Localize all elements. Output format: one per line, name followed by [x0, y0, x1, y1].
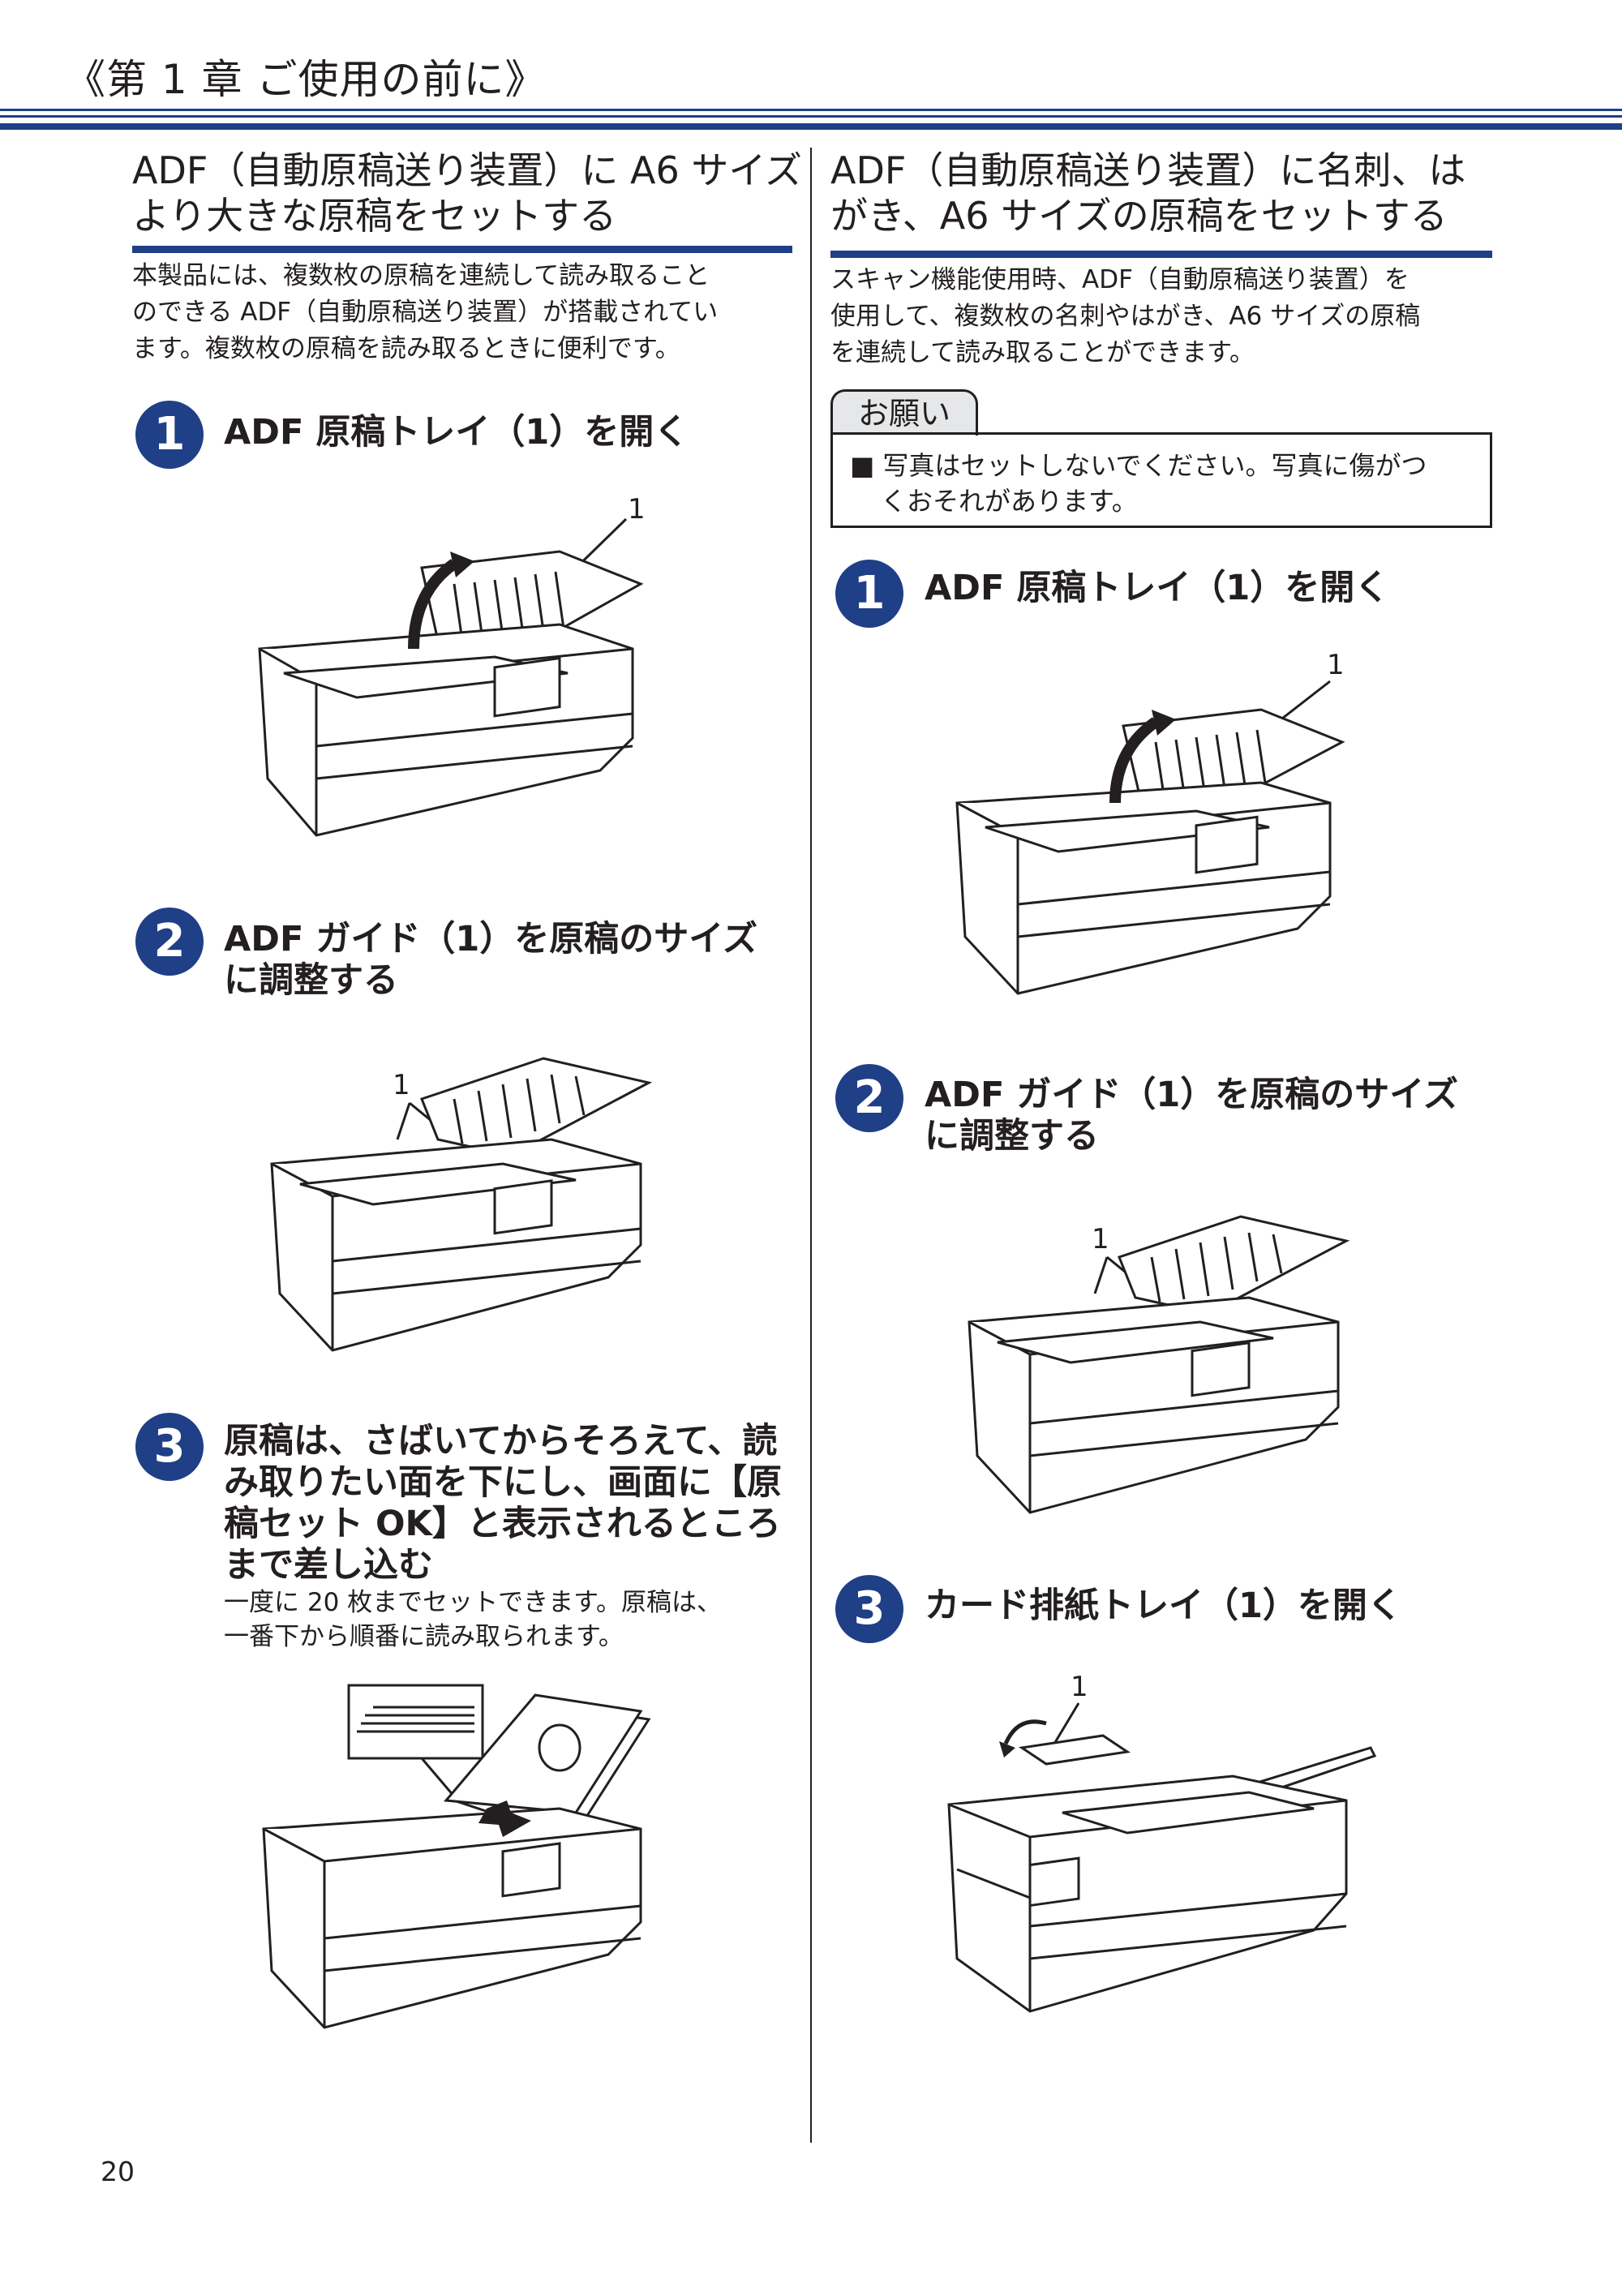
step-2-badge: 2: [135, 908, 204, 976]
left-section-title: ADF（自動原稿送り装置）に A6 サイズ より大きな原稿をセットする: [132, 148, 805, 238]
printer-illustration-card-tray: [947, 1702, 1377, 2013]
notice-tab: お願い: [830, 389, 978, 436]
intro-line: 本製品には、複数枚の原稿を連続して読み取ること: [132, 261, 710, 290]
step-text-line: に調整する: [224, 960, 398, 1001]
step-3-text: カード排紙トレイ（1）を開く: [925, 1586, 1402, 1626]
right-intro: スキャン機能使用時、ADF（自動原稿送り装置）を 使用して、複数枚の名刺やはがき…: [830, 262, 1495, 371]
printer-illustration-adf-tray: [955, 680, 1345, 995]
step-text-line: み取りたい面を下にし、画面に【原: [224, 1462, 782, 1503]
printer-illustration-adf-guide: [270, 1057, 653, 1352]
step-3-badge: 3: [835, 1575, 903, 1643]
step-2-badge: 2: [835, 1064, 903, 1132]
step-text-line: まで差し込む: [224, 1545, 433, 1586]
note-line: 一度に 20 枚までセットできます。原稿は、: [224, 1588, 723, 1617]
step-1-text: ADF 原稿トレイ（1）を開く: [224, 412, 689, 453]
step-3-badge: 3: [135, 1413, 204, 1481]
intro-line: ます。複数枚の原稿を読み取るときに便利です。: [132, 334, 680, 363]
callout-label: 1: [1071, 1671, 1088, 1703]
printer-illustration-adf-tray: [258, 517, 644, 837]
step-text-line: 原稿は、さばいてからそろえて、読: [224, 1421, 778, 1461]
column-divider: [810, 148, 812, 2143]
left-title-rule: [132, 246, 792, 253]
step-3-text: 原稿は、さばいてからそろえて、読 み取りたい面を下にし、画面に【原 稿セット O…: [224, 1421, 782, 1586]
printer-illustration-insert-document: [262, 1684, 651, 2029]
right-title-line: がき、A6 サイズの原稿をセットする: [830, 194, 1448, 238]
intro-line: スキャン機能使用時、ADF（自動原稿送り装置）を: [830, 265, 1410, 294]
header-rule-thin-2: [0, 115, 1622, 118]
left-intro: 本製品には、複数枚の原稿を連続して読み取ること のできる ADF（自動原稿送り装…: [132, 258, 797, 367]
step-text-line: 稿セット OK】と表示されるところ: [224, 1504, 781, 1544]
notice-line: ■ 写真はセットしないでください。写真に傷がつ: [850, 450, 1427, 481]
right-section-title: ADF（自動原稿送り装置）に名刺、は がき、A6 サイズの原稿をセットする: [830, 148, 1504, 238]
left-title-line: より大きな原稿をセットする: [132, 194, 617, 238]
step-3-note: 一度に 20 枚までセットできます。原稿は、 一番下から順番に読み取られます。: [224, 1586, 722, 1654]
step-1-badge: 1: [135, 401, 204, 469]
chapter-heading: 《第 1 章 ご使用の前に》: [65, 56, 547, 103]
right-title-rule: [830, 251, 1492, 258]
intro-line: のできる ADF（自動原稿送り装置）が搭載されてい: [132, 298, 719, 327]
callout-label: 1: [393, 1069, 410, 1101]
notice-box: [830, 432, 1492, 528]
printer-illustration-adf-guide: [968, 1215, 1350, 1514]
notice-text: ■ 写真はセットしないでください。写真に傷がつ くおそれがあります。: [850, 448, 1483, 519]
note-line: 一番下から順番に読み取られます。: [224, 1622, 624, 1651]
notice-line: くおそれがあります。: [881, 486, 1138, 517]
callout-label: 1: [628, 493, 646, 526]
step-2-text: ADF ガイド（1）を原稿のサイズ に調整する: [224, 919, 757, 1002]
intro-line: 使用して、複数枚の名刺やはがき、A6 サイズの原稿: [830, 302, 1421, 331]
header-rule-thin: [0, 109, 1622, 111]
step-text-line: ADF ガイド（1）を原稿のサイズ: [925, 1075, 1458, 1115]
callout-label: 1: [1327, 649, 1345, 681]
step-text-line: に調整する: [925, 1116, 1099, 1157]
callout-label: 1: [1092, 1223, 1109, 1255]
step-1-text: ADF 原稿トレイ（1）を開く: [925, 568, 1390, 608]
step-2-text: ADF ガイド（1）を原稿のサイズ に調整する: [925, 1075, 1458, 1157]
header-rule-thick: [0, 123, 1622, 130]
step-1-badge: 1: [835, 560, 903, 628]
left-title-line: ADF（自動原稿送り装置）に A6 サイズ: [132, 148, 802, 192]
page-number: 20: [101, 2156, 135, 2187]
step-text-line: ADF ガイド（1）を原稿のサイズ: [224, 919, 757, 959]
right-title-line: ADF（自動原稿送り装置）に名刺、は: [830, 148, 1466, 192]
intro-line: を連続して読み取ることができます。: [830, 338, 1255, 367]
